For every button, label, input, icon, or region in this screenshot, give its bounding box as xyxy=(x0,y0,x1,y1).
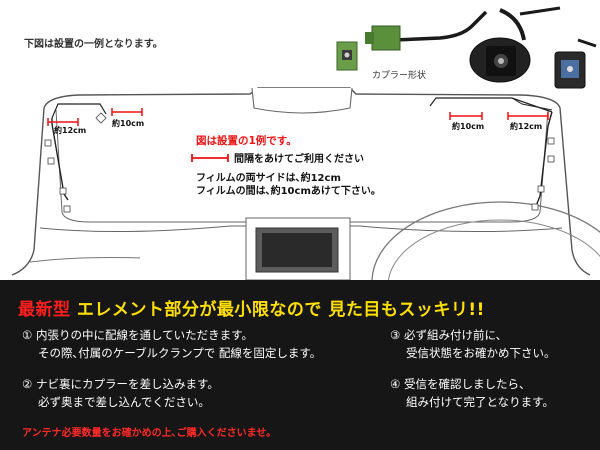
step-1-line-1: ① 内張りの中に配線を通していただきます。 xyxy=(22,328,253,342)
antenna-cable-top-left xyxy=(51,103,107,119)
measure-marker-right-10 xyxy=(449,112,483,120)
measure-label-left-10: 約10cm xyxy=(112,118,144,128)
antenna-cable-left xyxy=(51,118,69,201)
dash-curve-left xyxy=(29,257,141,263)
step-2-line-2: 必ず奥まで差し込んでください。 xyxy=(38,395,210,409)
cable-clamp xyxy=(531,203,539,211)
antenna-amp xyxy=(95,112,107,124)
cable-clamp xyxy=(47,157,55,165)
navigation-screen-icon xyxy=(255,227,339,273)
legend-spacing-marker xyxy=(191,154,229,162)
measure-label-left-12: 約12cm xyxy=(54,125,86,135)
step-3-line-2: 受信状態をお確かめ下さい。 xyxy=(406,346,556,360)
cable-clamp xyxy=(63,205,71,213)
black-coupler-icon xyxy=(469,6,561,83)
steering-wheel-inner xyxy=(387,219,600,280)
instruction-panel xyxy=(0,280,600,450)
measure-label-right-12: 約12cm xyxy=(510,121,542,131)
cable-clamp xyxy=(547,137,555,145)
diagram-caption: 下図は設置の一例となります。 xyxy=(24,37,163,50)
installation-diagram: 下図は設置の一例となります。 カプラー形状 約12cm 約10cm 約10cm … xyxy=(11,6,600,280)
measure-marker-left-12 xyxy=(47,118,79,126)
spacing-note: 間隔をあけてご利用ください xyxy=(234,152,364,165)
step-4-line-2: 組み付けて完了となります。 xyxy=(406,395,555,409)
green-connector-plug-icon xyxy=(365,10,488,51)
cable-clamp xyxy=(59,187,67,195)
headline-element: エレメント部分が最小限なので xyxy=(76,300,322,320)
antenna-cable-top-right xyxy=(429,97,553,113)
film-side-note: フィルムの両サイドは､約12cm xyxy=(196,171,341,184)
measure-marker-left-10 xyxy=(111,108,143,116)
coupler-label: カプラー形状 xyxy=(372,69,426,81)
step-2-line-1: ② ナビ裏にカプラーを差し込みます。 xyxy=(22,377,219,391)
purchase-note: アンテナ必要数量をお確かめの上､ご購入くださいませ｡ xyxy=(22,428,272,439)
cable-clamp xyxy=(537,185,545,193)
step-4-line-1: ④ 受信を確認しましたら、 xyxy=(390,377,531,391)
steering-wheel-outer xyxy=(371,201,600,280)
step-3-line-1: ③ 必ず組み付け前に、 xyxy=(390,328,508,342)
example-note: 図は設置の1例です。 xyxy=(196,134,297,147)
black-coupler-front-icon xyxy=(554,38,597,89)
headline: 最新型 エレメント部分が最小限なので 見た目もスッキリ!! xyxy=(18,295,485,320)
cable-clamp xyxy=(547,155,555,163)
headline-clean-look: 見た目もスッキリ!! xyxy=(328,300,485,320)
film-gap-note: フィルムの間は､約10cmあけて下さい。 xyxy=(196,184,381,197)
green-coupler-icon xyxy=(336,41,358,71)
cable-clamp xyxy=(44,139,52,147)
rearview-mirror xyxy=(251,87,353,114)
step-1-line-2: その際､付属のケーブルクランプで 配線を固定します。 xyxy=(38,346,322,360)
windshield-outline xyxy=(43,87,591,276)
antenna-cable-top-right-2 xyxy=(511,97,553,111)
antenna-cable-right xyxy=(535,111,553,207)
windshield-pillar-left xyxy=(11,107,45,276)
headline-newest: 最新型 xyxy=(18,300,71,320)
measure-label-right-10: 約10cm xyxy=(452,121,484,131)
dashboard-line xyxy=(39,225,563,233)
measure-marker-right-12 xyxy=(507,112,549,120)
